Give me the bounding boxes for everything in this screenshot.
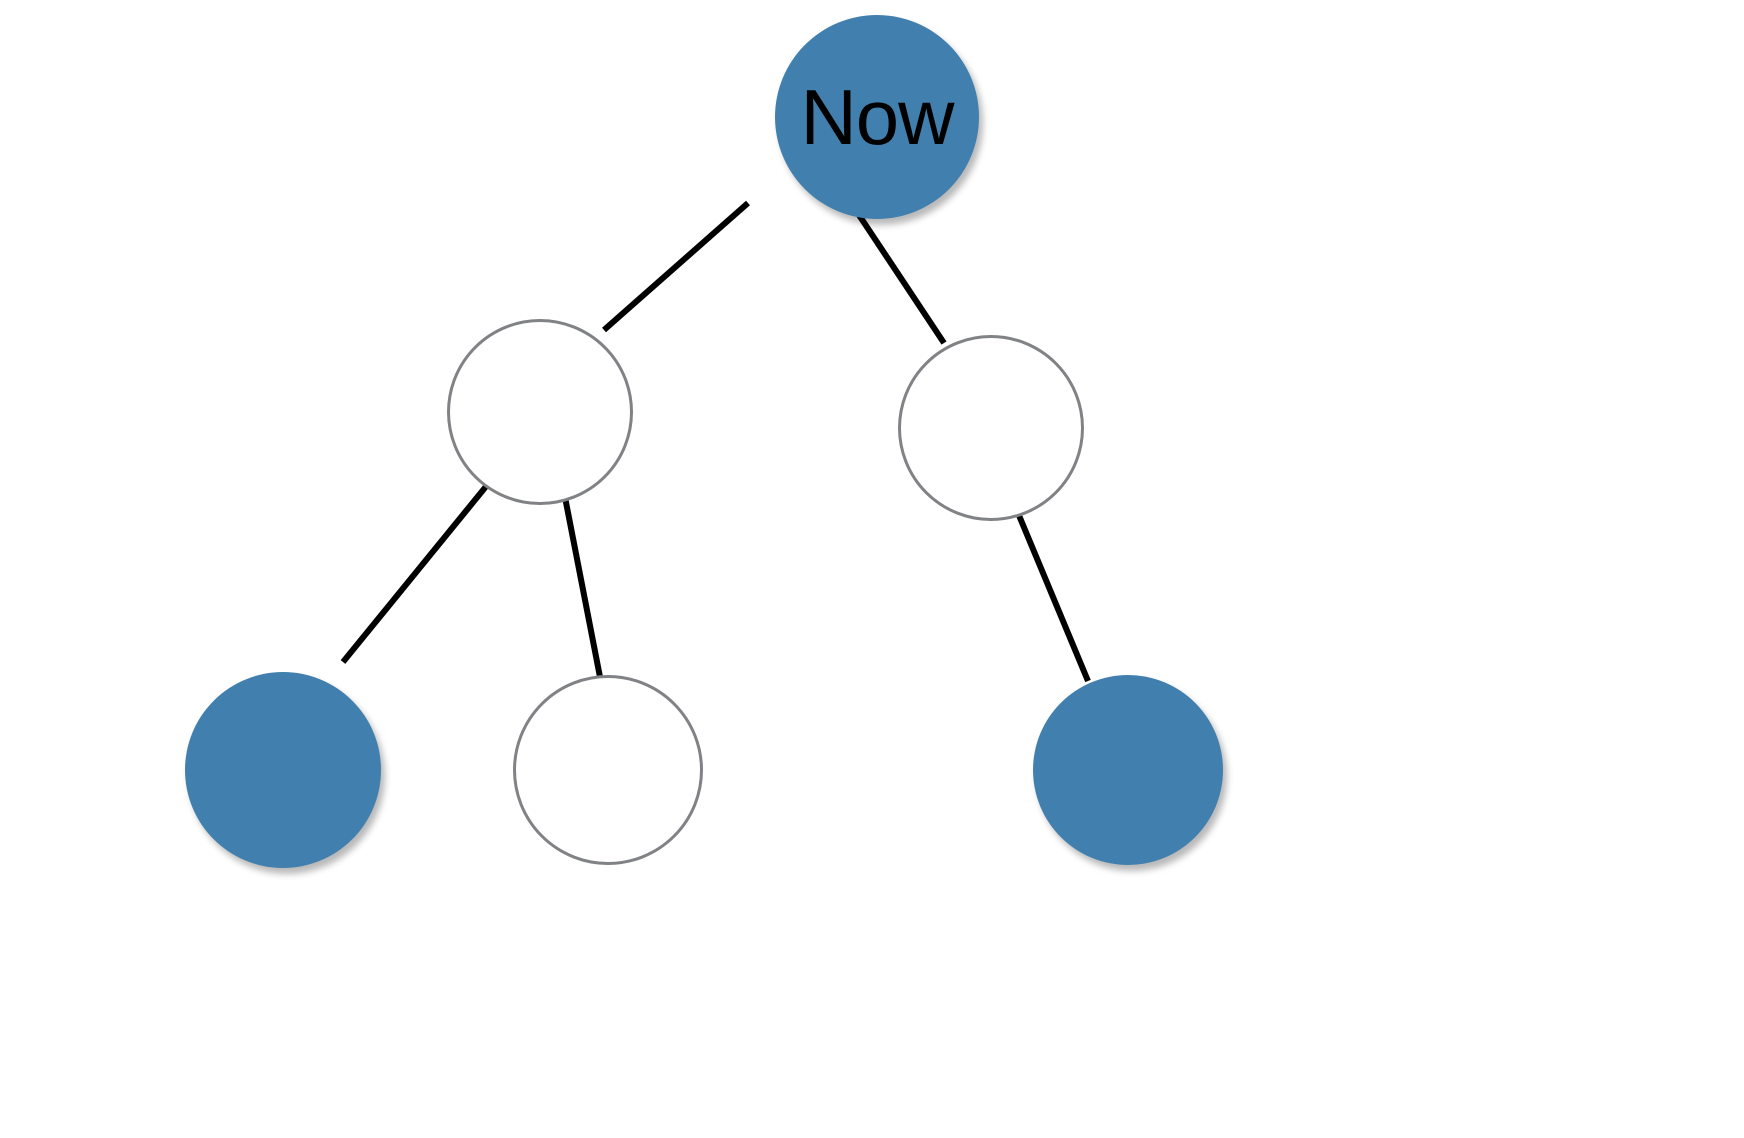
node-leaf-middle[interactable] [513,675,703,865]
edge-root-mid-right [846,198,947,345]
edge-mid-left-leaf-left [340,482,491,664]
edge-mid-left-leaf-middle [561,491,603,678]
edge-root-mid-left [602,200,750,333]
node-mid-left[interactable] [447,319,633,505]
node-leaf-right[interactable] [1033,675,1223,865]
node-now[interactable]: Now [775,15,979,219]
node-mid-right[interactable] [898,335,1084,521]
node-leaf-left[interactable] [185,672,381,868]
node-now-label: Now [800,73,954,161]
edge-mid-right-leaf-right [1015,511,1091,683]
